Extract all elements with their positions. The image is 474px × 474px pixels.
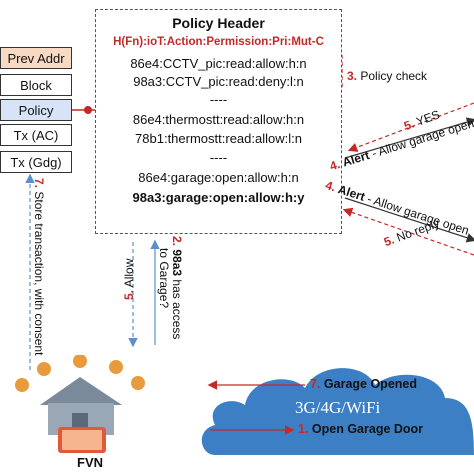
step-has-access: 2. 98a3 has access — [170, 236, 184, 340]
policy-separator: ---- — [209, 150, 228, 165]
step-has-access-line2: to Garage? — [157, 248, 171, 309]
smart-house-illustration — [15, 355, 145, 453]
iot-device-icon — [37, 362, 51, 376]
policy-separator: ---- — [209, 92, 228, 107]
policy-line-highlight: 98a3:garage:open:allow:h:y — [132, 190, 305, 205]
house-roof — [40, 377, 122, 405]
block-block: Block — [0, 74, 72, 96]
tablet-screen — [62, 430, 102, 450]
iot-device-icon — [73, 355, 87, 368]
fvn-label: FVN — [77, 455, 103, 470]
network-cloud — [201, 368, 474, 455]
iot-device-icon — [131, 376, 145, 390]
policy-line: 86e4:thermostt:read:allow:h:n — [132, 112, 305, 127]
policy-link-dot — [84, 106, 92, 114]
step-open-garage-door: 1. Open Garage Door — [298, 422, 424, 436]
no-reply-arrow — [342, 207, 474, 256]
policy-box: Policy Header H(Fn):ioT:Action:Permissio… — [95, 9, 342, 234]
policy-check-arrow — [297, 55, 343, 93]
network-label: 3G/4G/WiFi — [295, 398, 381, 417]
yes-arrow — [347, 102, 474, 152]
block-prev-addr: Prev Addr — [0, 47, 72, 69]
block-tx-gdg: Tx (Gdg) — [0, 151, 72, 173]
step-store-transaction: 7. Store transaction, with consent — [32, 178, 46, 356]
policy-line: 86e4:CCTV_pic:read:allow:h:n — [130, 56, 307, 71]
step-allow: 5. Allow — [122, 258, 136, 300]
alert-arrow-2 — [344, 197, 474, 243]
alert-arrow-1 — [344, 117, 474, 159]
iot-device-icon — [15, 378, 29, 392]
policy-line: 98a3:CCTV_pic:read:deny:l:n — [133, 74, 304, 89]
step-garage-opened: 7. Garage Opened — [310, 377, 417, 391]
policy-header: Policy Header — [172, 15, 265, 31]
policy-line: 78b1:thermostt:read:allow:l:n — [135, 131, 302, 146]
policy-format: H(Fn):ioT:Action:Permission:Pri:Mut-C — [113, 36, 324, 48]
policy-line: 86e4:garage:open:allow:h:n — [138, 170, 299, 185]
iot-device-icon — [109, 360, 123, 374]
step-policy-check: 3. Policy check — [347, 69, 428, 83]
block-policy: Policy — [0, 99, 72, 121]
block-tx-ac: Tx (AC) — [0, 124, 72, 146]
